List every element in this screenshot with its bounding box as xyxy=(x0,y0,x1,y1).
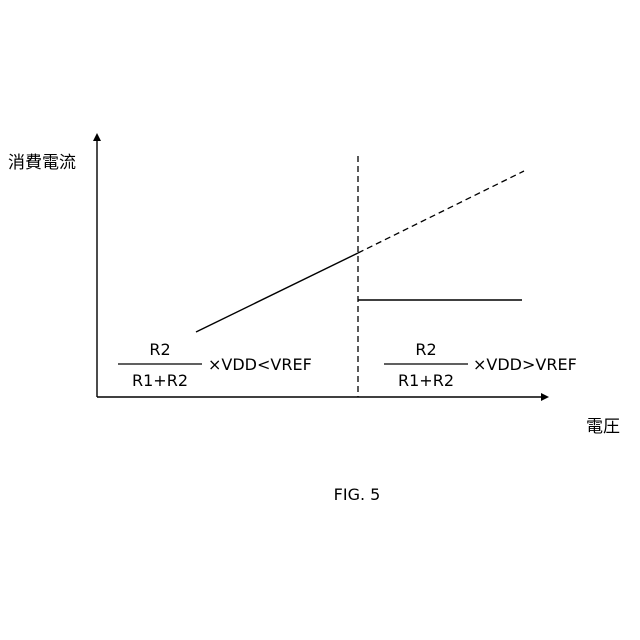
left-condition-text: ×VDD<VREF xyxy=(208,355,312,374)
right-fraction-denominator: R1+R2 xyxy=(398,371,454,390)
left-fraction-numerator: R2 xyxy=(149,340,170,359)
x-axis-label: 電圧 xyxy=(586,417,620,437)
current-line-dashed-extension xyxy=(358,171,524,253)
y-axis-label: 消費電流 xyxy=(8,153,76,173)
left-region-condition: R2 R1+R2 ×VDD<VREF xyxy=(118,340,312,390)
right-region-condition: R2 R1+R2 ×VDD>VREF xyxy=(384,340,577,390)
left-fraction-denominator: R1+R2 xyxy=(132,371,188,390)
right-fraction-numerator: R2 xyxy=(415,340,436,359)
figure-caption: FIG. 5 xyxy=(334,485,381,504)
current-line-solid xyxy=(196,253,358,332)
right-condition-text: ×VDD>VREF xyxy=(473,355,577,374)
